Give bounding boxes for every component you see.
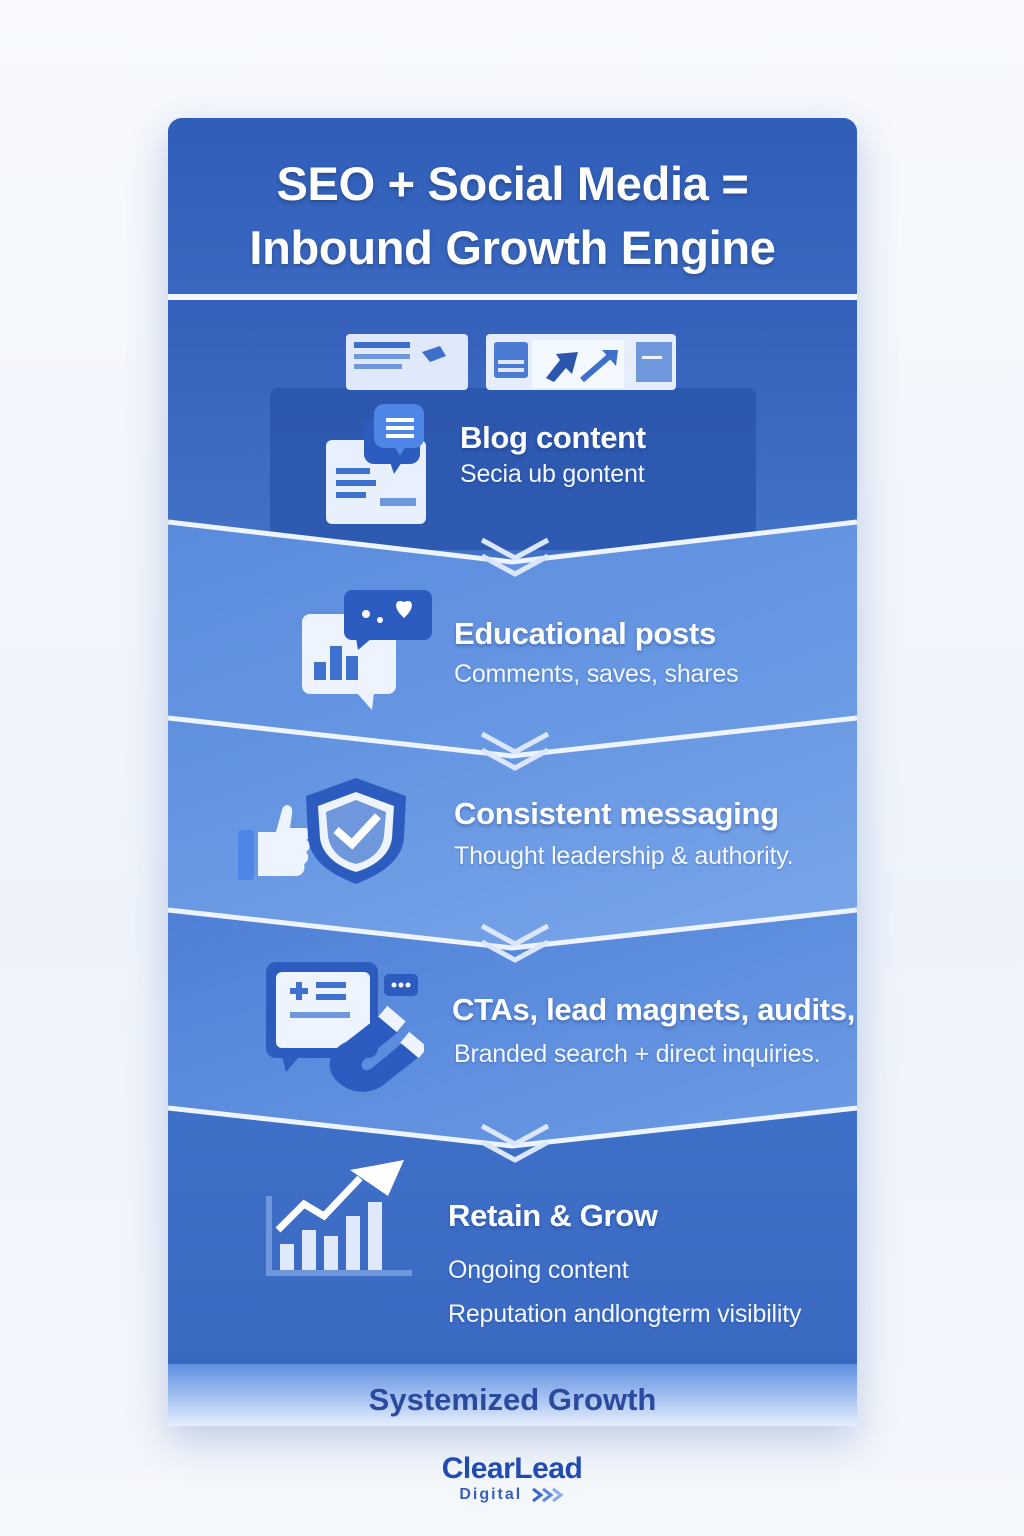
title-line-2: Inbound Growth Engine	[249, 221, 776, 274]
separator-1	[168, 519, 857, 565]
step-title: Educational posts	[454, 616, 716, 651]
step-subtitle: Thought leadership & authority.	[454, 842, 794, 870]
chevron-right-icon	[531, 1487, 564, 1502]
chevron-down-icon	[480, 923, 550, 963]
step-subtitle: Branded search + direct inquiries.	[454, 1040, 821, 1068]
band-5	[168, 1108, 857, 1364]
chevron-down-icon	[480, 731, 550, 771]
magnet-form-icon	[266, 962, 424, 1092]
step-subtitle: Ongoing content	[448, 1256, 629, 1284]
chevron-down-icon	[480, 537, 550, 577]
step-title: Consistent messaging	[454, 796, 779, 831]
separator-4	[168, 1105, 857, 1149]
growth-chart-icon	[266, 1160, 412, 1276]
header: SEO + Social Media = Inbound Growth Engi…	[168, 118, 857, 300]
step-subtitle: Comments, saves, shares	[454, 660, 739, 688]
step-subtitle: Secia ub gontent	[460, 460, 645, 488]
separator-2	[168, 715, 857, 759]
footer-band	[168, 1364, 857, 1426]
brand-name: ClearLead	[441, 1452, 583, 1485]
step-title: Blog content	[460, 420, 646, 455]
step-subtitle-2: Reputation andlongterm visibility	[448, 1300, 802, 1328]
step-title: Retain & Grow	[448, 1198, 658, 1233]
separator-3	[168, 907, 857, 951]
brand-logo: ClearLead Digital	[0, 1452, 1024, 1504]
chevron-down-icon	[480, 1123, 550, 1163]
document-chat-icon	[326, 404, 426, 524]
infographic-card: SEO + Social Media = Inbound Growth Engi…	[168, 118, 857, 1426]
shield-thumbs-up-icon	[238, 778, 406, 884]
title-line-1: SEO + Social Media =	[276, 157, 749, 210]
band-2	[168, 522, 857, 756]
footer-label: Systemized Growth	[368, 1382, 657, 1417]
browser-windows-icon	[346, 334, 676, 390]
step-title: CTAs, lead magnets, audits,	[452, 992, 856, 1027]
brand-sub: Digital	[459, 1486, 523, 1503]
page-title: SEO + Social Media = Inbound Growth Engi…	[168, 152, 857, 280]
band-3	[168, 718, 857, 948]
chart-chat-icon	[302, 590, 432, 710]
